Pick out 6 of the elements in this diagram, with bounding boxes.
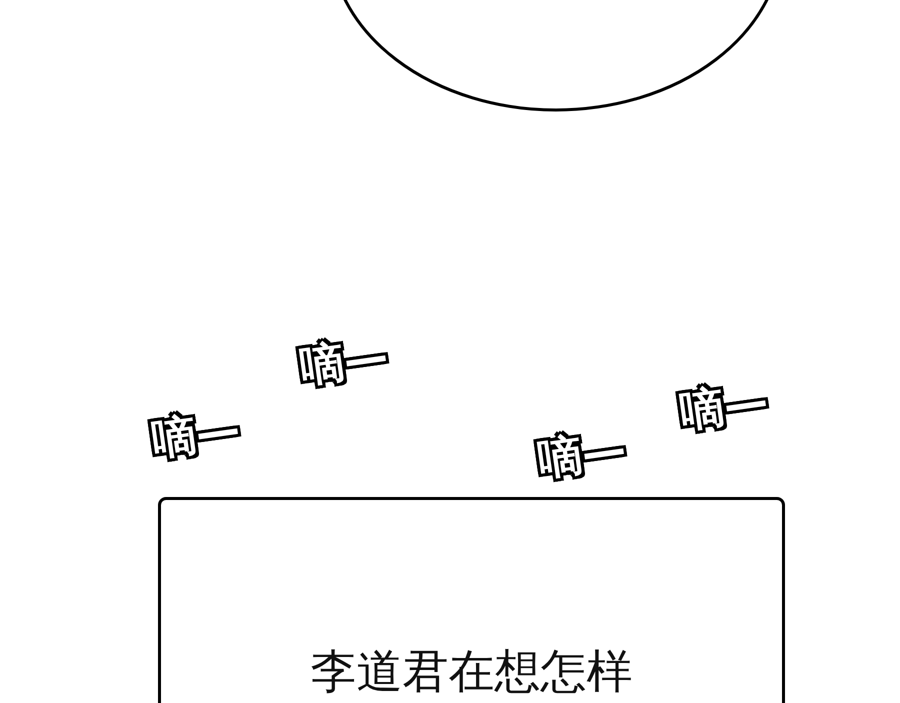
- caption-box: [158, 497, 785, 703]
- sound-effect: 嘀—: [149, 407, 243, 463]
- sound-effect: 嘀—: [535, 427, 629, 483]
- sound-effect: 嘀—: [677, 379, 771, 435]
- caption-text: 李道君在想怎样: [310, 648, 634, 694]
- sound-effect: 嘀—: [297, 334, 391, 390]
